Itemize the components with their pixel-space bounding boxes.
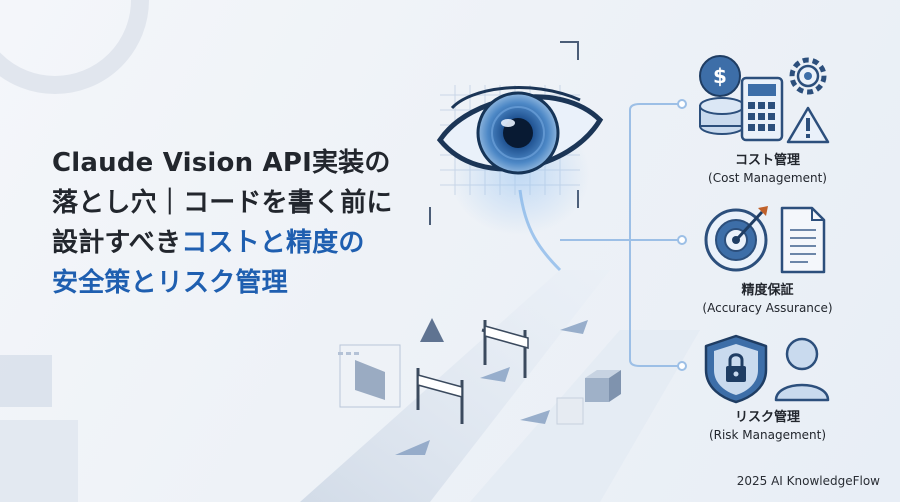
eye-icon bbox=[436, 86, 604, 175]
headline-line-3: 設計すべきコストと精度の bbox=[52, 223, 472, 263]
risk-icons bbox=[704, 334, 830, 404]
calculator-icon bbox=[740, 76, 784, 142]
topic-accuracy-label: 精度保証 (Accuracy Assurance) bbox=[680, 282, 855, 316]
cost-icons: $ bbox=[699, 55, 830, 144]
deco-ring bbox=[0, 0, 149, 94]
topic-accuracy-en: (Accuracy Assurance) bbox=[702, 301, 833, 315]
topic-risk-jp: リスク管理 bbox=[734, 410, 800, 425]
user-icon bbox=[774, 337, 830, 402]
target-arrow-icon bbox=[704, 206, 768, 272]
headline-line-2: 落とし穴｜コードを書く前に bbox=[52, 188, 393, 218]
topic-risk-en: (Risk Management) bbox=[708, 428, 827, 442]
warning-triangle-icon bbox=[786, 106, 830, 144]
barrier-stripes bbox=[484, 325, 529, 349]
direction-arrows bbox=[395, 320, 588, 455]
headline-line-1: Claude Vision API実装の bbox=[52, 148, 391, 178]
footer-credit: 2025 AI KnowledgeFlow bbox=[736, 474, 880, 488]
topic-accuracy-jp: 精度保証 bbox=[741, 283, 794, 298]
topic-risk-label: リスク管理 (Risk Management) bbox=[680, 409, 855, 443]
document-icon bbox=[780, 206, 826, 274]
road-path bbox=[470, 330, 700, 502]
headline-line-3-accent: コストと精度の bbox=[181, 228, 365, 258]
svg-text:$: $ bbox=[713, 64, 727, 88]
dots-deco bbox=[338, 352, 359, 355]
headline-line-4: 安全策とリスク管理 bbox=[52, 268, 288, 298]
barrier-icon bbox=[416, 368, 464, 424]
connector-nodes bbox=[677, 99, 687, 371]
headline: Claude Vision API実装の 落とし穴｜コードを書く前に 設計すべき… bbox=[52, 143, 472, 303]
dollar-coin-stack-icon: $ bbox=[699, 55, 745, 135]
cone-icon bbox=[420, 318, 444, 342]
gear-icon bbox=[789, 57, 827, 95]
topic-cost-jp: コスト管理 bbox=[734, 153, 800, 168]
connector-lines bbox=[560, 103, 680, 367]
topic-cost-en: (Cost Management) bbox=[708, 171, 827, 185]
topic-cost-label: コスト管理 (Cost Management) bbox=[680, 152, 855, 186]
headline-line-3-dark: 設計すべき bbox=[52, 228, 182, 258]
deco-block bbox=[0, 355, 52, 407]
light-beam bbox=[518, 189, 562, 272]
cube-icon bbox=[556, 370, 621, 425]
screen-panel bbox=[339, 344, 401, 408]
deco-block bbox=[0, 420, 78, 502]
shield-lock-icon bbox=[704, 334, 768, 404]
accuracy-icons bbox=[704, 206, 826, 274]
